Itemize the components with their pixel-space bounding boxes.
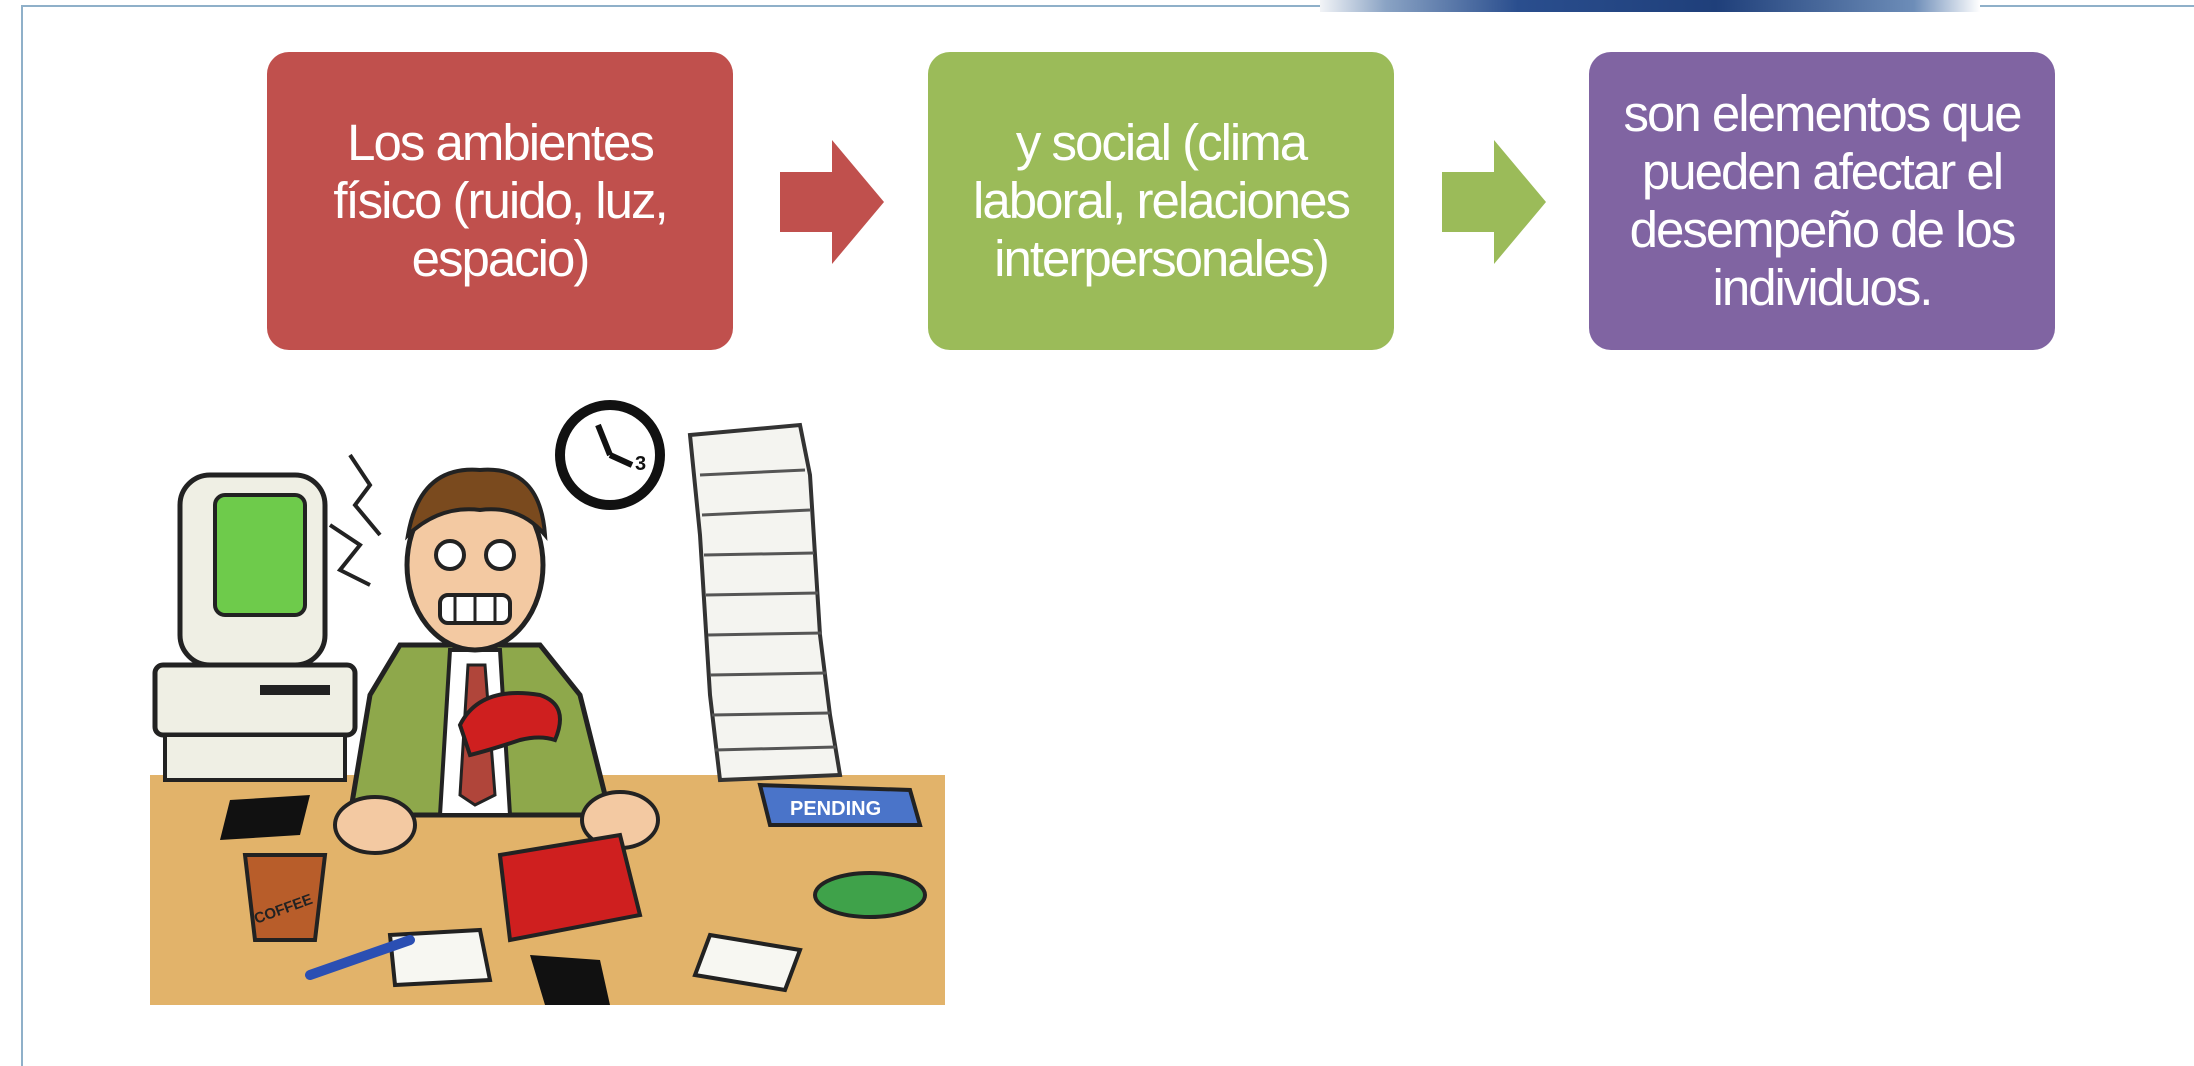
arrow-shape bbox=[1442, 140, 1546, 264]
desk-paper bbox=[387, 927, 493, 988]
stressed-office-worker-illustration: PENDING 3 COFFEE bbox=[150, 400, 945, 1005]
phone-base bbox=[497, 832, 643, 943]
paper-stack bbox=[687, 422, 843, 783]
coffee-cup bbox=[242, 853, 328, 942]
notepad bbox=[692, 932, 803, 993]
computer-base bbox=[152, 662, 358, 738]
keyboard bbox=[163, 733, 347, 782]
pen bbox=[305, 935, 415, 980]
ashtray bbox=[813, 871, 927, 919]
desk-shadow bbox=[530, 955, 610, 1005]
arrow-shape bbox=[780, 140, 884, 264]
frame-left-border bbox=[21, 5, 23, 1066]
step-social-environment: y social (clima laboral, relaciones inte… bbox=[928, 52, 1394, 350]
left-hand bbox=[333, 795, 417, 855]
step-performance-effect: son elementos que pueden afectar el dese… bbox=[1589, 52, 2055, 350]
step-physical-environment: Los ambientes físico (ruido, luz, espaci… bbox=[267, 52, 733, 350]
desk-shadow-left bbox=[220, 795, 310, 840]
right-arrow-icon bbox=[780, 140, 884, 264]
clock-number: 3 bbox=[635, 453, 646, 475]
pending-tray bbox=[757, 782, 923, 827]
hair bbox=[405, 467, 548, 542]
monitor-screen bbox=[213, 493, 307, 617]
header-image-strip bbox=[1320, 0, 1980, 12]
pending-label: PENDING bbox=[790, 798, 881, 820]
phone-handset bbox=[457, 691, 562, 758]
frame-top-border bbox=[21, 5, 2194, 7]
right-arrow-icon bbox=[1442, 140, 1546, 264]
disk-slot bbox=[260, 685, 330, 695]
